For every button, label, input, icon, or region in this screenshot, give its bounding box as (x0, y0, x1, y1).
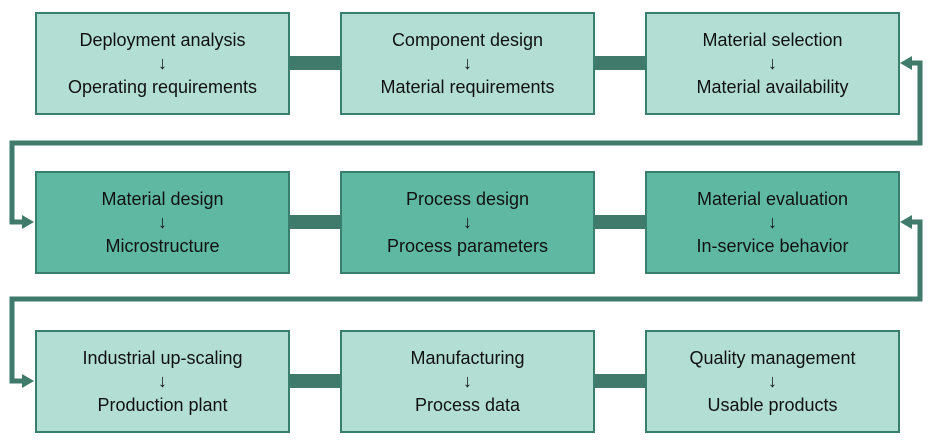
down-arrow-icon: ↓ (463, 371, 472, 391)
step-box-process-design: Process design ↓ Process parameters (340, 171, 595, 274)
step-bottom-label: Process parameters (386, 236, 549, 256)
down-arrow-icon: ↓ (768, 53, 777, 73)
step-bottom-label: Process data (414, 395, 521, 415)
step-bottom-label: Production plant (97, 395, 228, 415)
step-bottom-label: Operating requirements (67, 77, 258, 97)
step-top-label: Material evaluation (696, 189, 849, 209)
step-top-label: Deployment analysis (79, 30, 246, 50)
down-arrow-icon: ↓ (463, 212, 472, 232)
down-arrow-icon: ↓ (158, 53, 167, 73)
down-arrow-icon: ↓ (768, 212, 777, 232)
down-arrow-icon: ↓ (768, 371, 777, 391)
step-box-material-selection: Material selection ↓ Material availabili… (645, 12, 900, 115)
step-top-label: Quality management (689, 348, 856, 368)
step-top-label: Manufacturing (410, 348, 525, 368)
down-arrow-icon: ↓ (158, 371, 167, 391)
wrap-connector-row2-to-row3 (9, 215, 923, 388)
step-top-label: Process design (405, 189, 530, 209)
step-box-material-evaluation: Material evaluation ↓ In-service behavio… (645, 171, 900, 274)
step-top-label: Component design (391, 30, 544, 50)
step-box-deployment-analysis: Deployment analysis ↓ Operating requirem… (35, 12, 290, 115)
step-top-label: Material selection (702, 30, 843, 50)
step-box-industrial-up-scaling: Industrial up-scaling ↓ Production plant (35, 330, 290, 433)
step-box-manufacturing: Manufacturing ↓ Process data (340, 330, 595, 433)
step-top-label: Material design (101, 189, 224, 209)
step-bottom-label: Material availability (696, 77, 849, 97)
step-box-quality-management: Quality management ↓ Usable products (645, 330, 900, 433)
step-bottom-label: In-service behavior (696, 236, 849, 256)
step-top-label: Industrial up-scaling (82, 348, 243, 368)
step-box-component-design: Component design ↓ Material requirements (340, 12, 595, 115)
step-bottom-label: Microstructure (105, 236, 220, 256)
down-arrow-icon: ↓ (158, 212, 167, 232)
step-bottom-label: Material requirements (380, 77, 555, 97)
wrap-connector-row1-to-row2 (9, 56, 923, 229)
step-box-material-design: Material design ↓ Microstructure (35, 171, 290, 274)
down-arrow-icon: ↓ (463, 53, 472, 73)
step-bottom-label: Usable products (707, 395, 838, 415)
